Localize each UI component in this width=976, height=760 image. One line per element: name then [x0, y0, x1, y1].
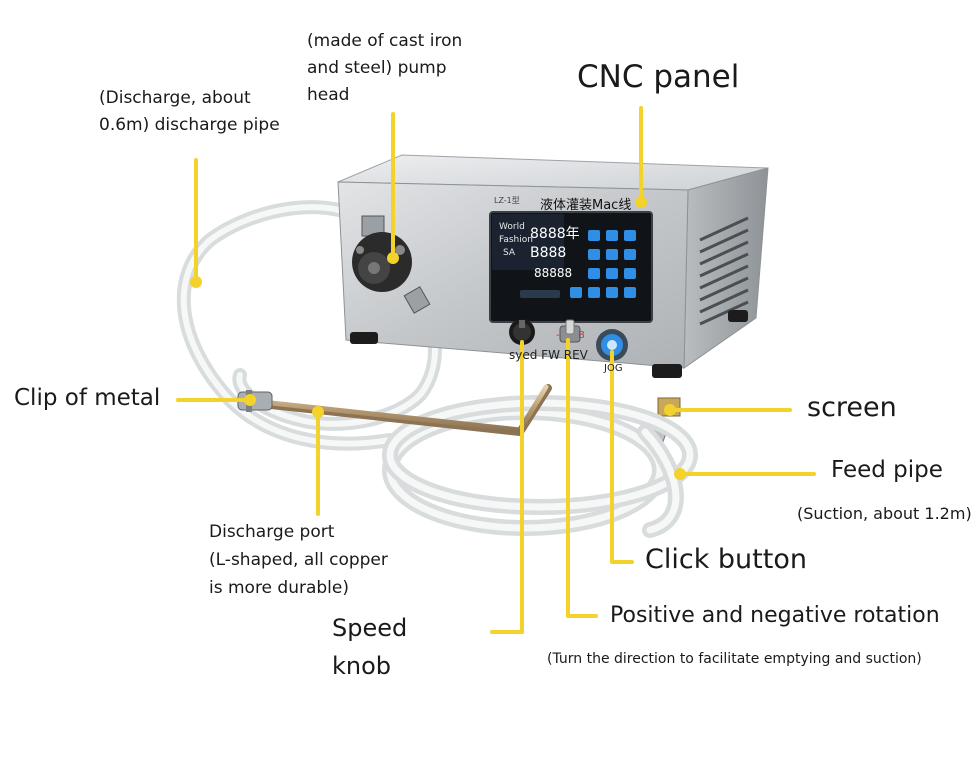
- display-brand-line-1: World: [499, 222, 525, 232]
- key-icon: [570, 287, 582, 298]
- label-feed-pipe-note: (Suction, about 1.2m): [797, 504, 972, 523]
- key-icon: [624, 287, 636, 298]
- label-discharge-port-line-1: Discharge port: [209, 522, 335, 542]
- label-rotation-note: (Turn the direction to facilitate emptyi…: [547, 651, 922, 667]
- jog-label: JOG: [604, 363, 623, 374]
- leader-dots: [190, 196, 686, 480]
- label-discharge-pipe-line-1: (Discharge, about: [99, 88, 251, 108]
- label-cnc-panel: CNC panel: [577, 59, 740, 95]
- label-screen: screen: [807, 392, 897, 423]
- label-pump-head-line-2: and steel) pump: [307, 58, 447, 78]
- display-brand-line-3: SA: [503, 248, 516, 258]
- leader-lines: [176, 106, 816, 634]
- keypad: [520, 230, 636, 298]
- leader-click-button: [610, 350, 634, 564]
- key-icon: [624, 249, 636, 260]
- label-discharge-port-line-2: (L-shaped, all copper: [209, 550, 388, 570]
- key-icon: [606, 249, 618, 260]
- pump-head: [352, 215, 431, 314]
- key-icon: [606, 287, 618, 298]
- label-clip-of-metal: Clip of metal: [14, 385, 161, 411]
- model-plate: LZ-1型: [494, 196, 520, 205]
- label-speed-knob-line-1: Speed: [332, 614, 408, 642]
- display-title: 液体灌装Mac线: [540, 198, 632, 213]
- key-icon: [588, 268, 600, 279]
- key-icon: [588, 230, 600, 241]
- key-icon: [606, 230, 618, 241]
- label-rotation: Positive and negative rotation: [610, 603, 940, 628]
- jog-button: [596, 329, 628, 361]
- display-line-2: B888: [530, 245, 567, 261]
- feed-tube: [382, 395, 698, 538]
- key-icon: [588, 287, 600, 298]
- front-labels: syed FW REV: [509, 348, 588, 362]
- switch-mark-right: B: [578, 330, 585, 341]
- speed-knob-device: [509, 319, 535, 345]
- key-icon: [606, 268, 618, 279]
- label-speed-knob-line-2: knob: [332, 652, 392, 680]
- switch-mark-left: -: [556, 330, 560, 341]
- label-discharge-pipe-line-2: 0.6m) discharge pipe: [99, 115, 280, 135]
- leader-speed-knob: [490, 340, 524, 634]
- display-brand-line-2: Fashion: [499, 235, 533, 245]
- key-icon: [624, 268, 636, 279]
- label-pump-head-line-3: head: [307, 85, 350, 105]
- rotation-switch: [559, 319, 581, 343]
- key-icon: [588, 249, 600, 260]
- display-line-1: 8888年: [530, 226, 580, 242]
- display-line-3: 88888: [534, 266, 573, 280]
- label-discharge-port-line-3: is more durable): [209, 578, 350, 598]
- leader-rotation: [566, 338, 598, 618]
- key-icon: [520, 290, 560, 298]
- label-click-button: Click button: [645, 544, 807, 575]
- label-feed-pipe: Feed pipe: [831, 457, 943, 483]
- vent-slots: [699, 216, 749, 326]
- label-pump-head-line-1: (made of cast iron: [307, 31, 463, 51]
- key-icon: [624, 230, 636, 241]
